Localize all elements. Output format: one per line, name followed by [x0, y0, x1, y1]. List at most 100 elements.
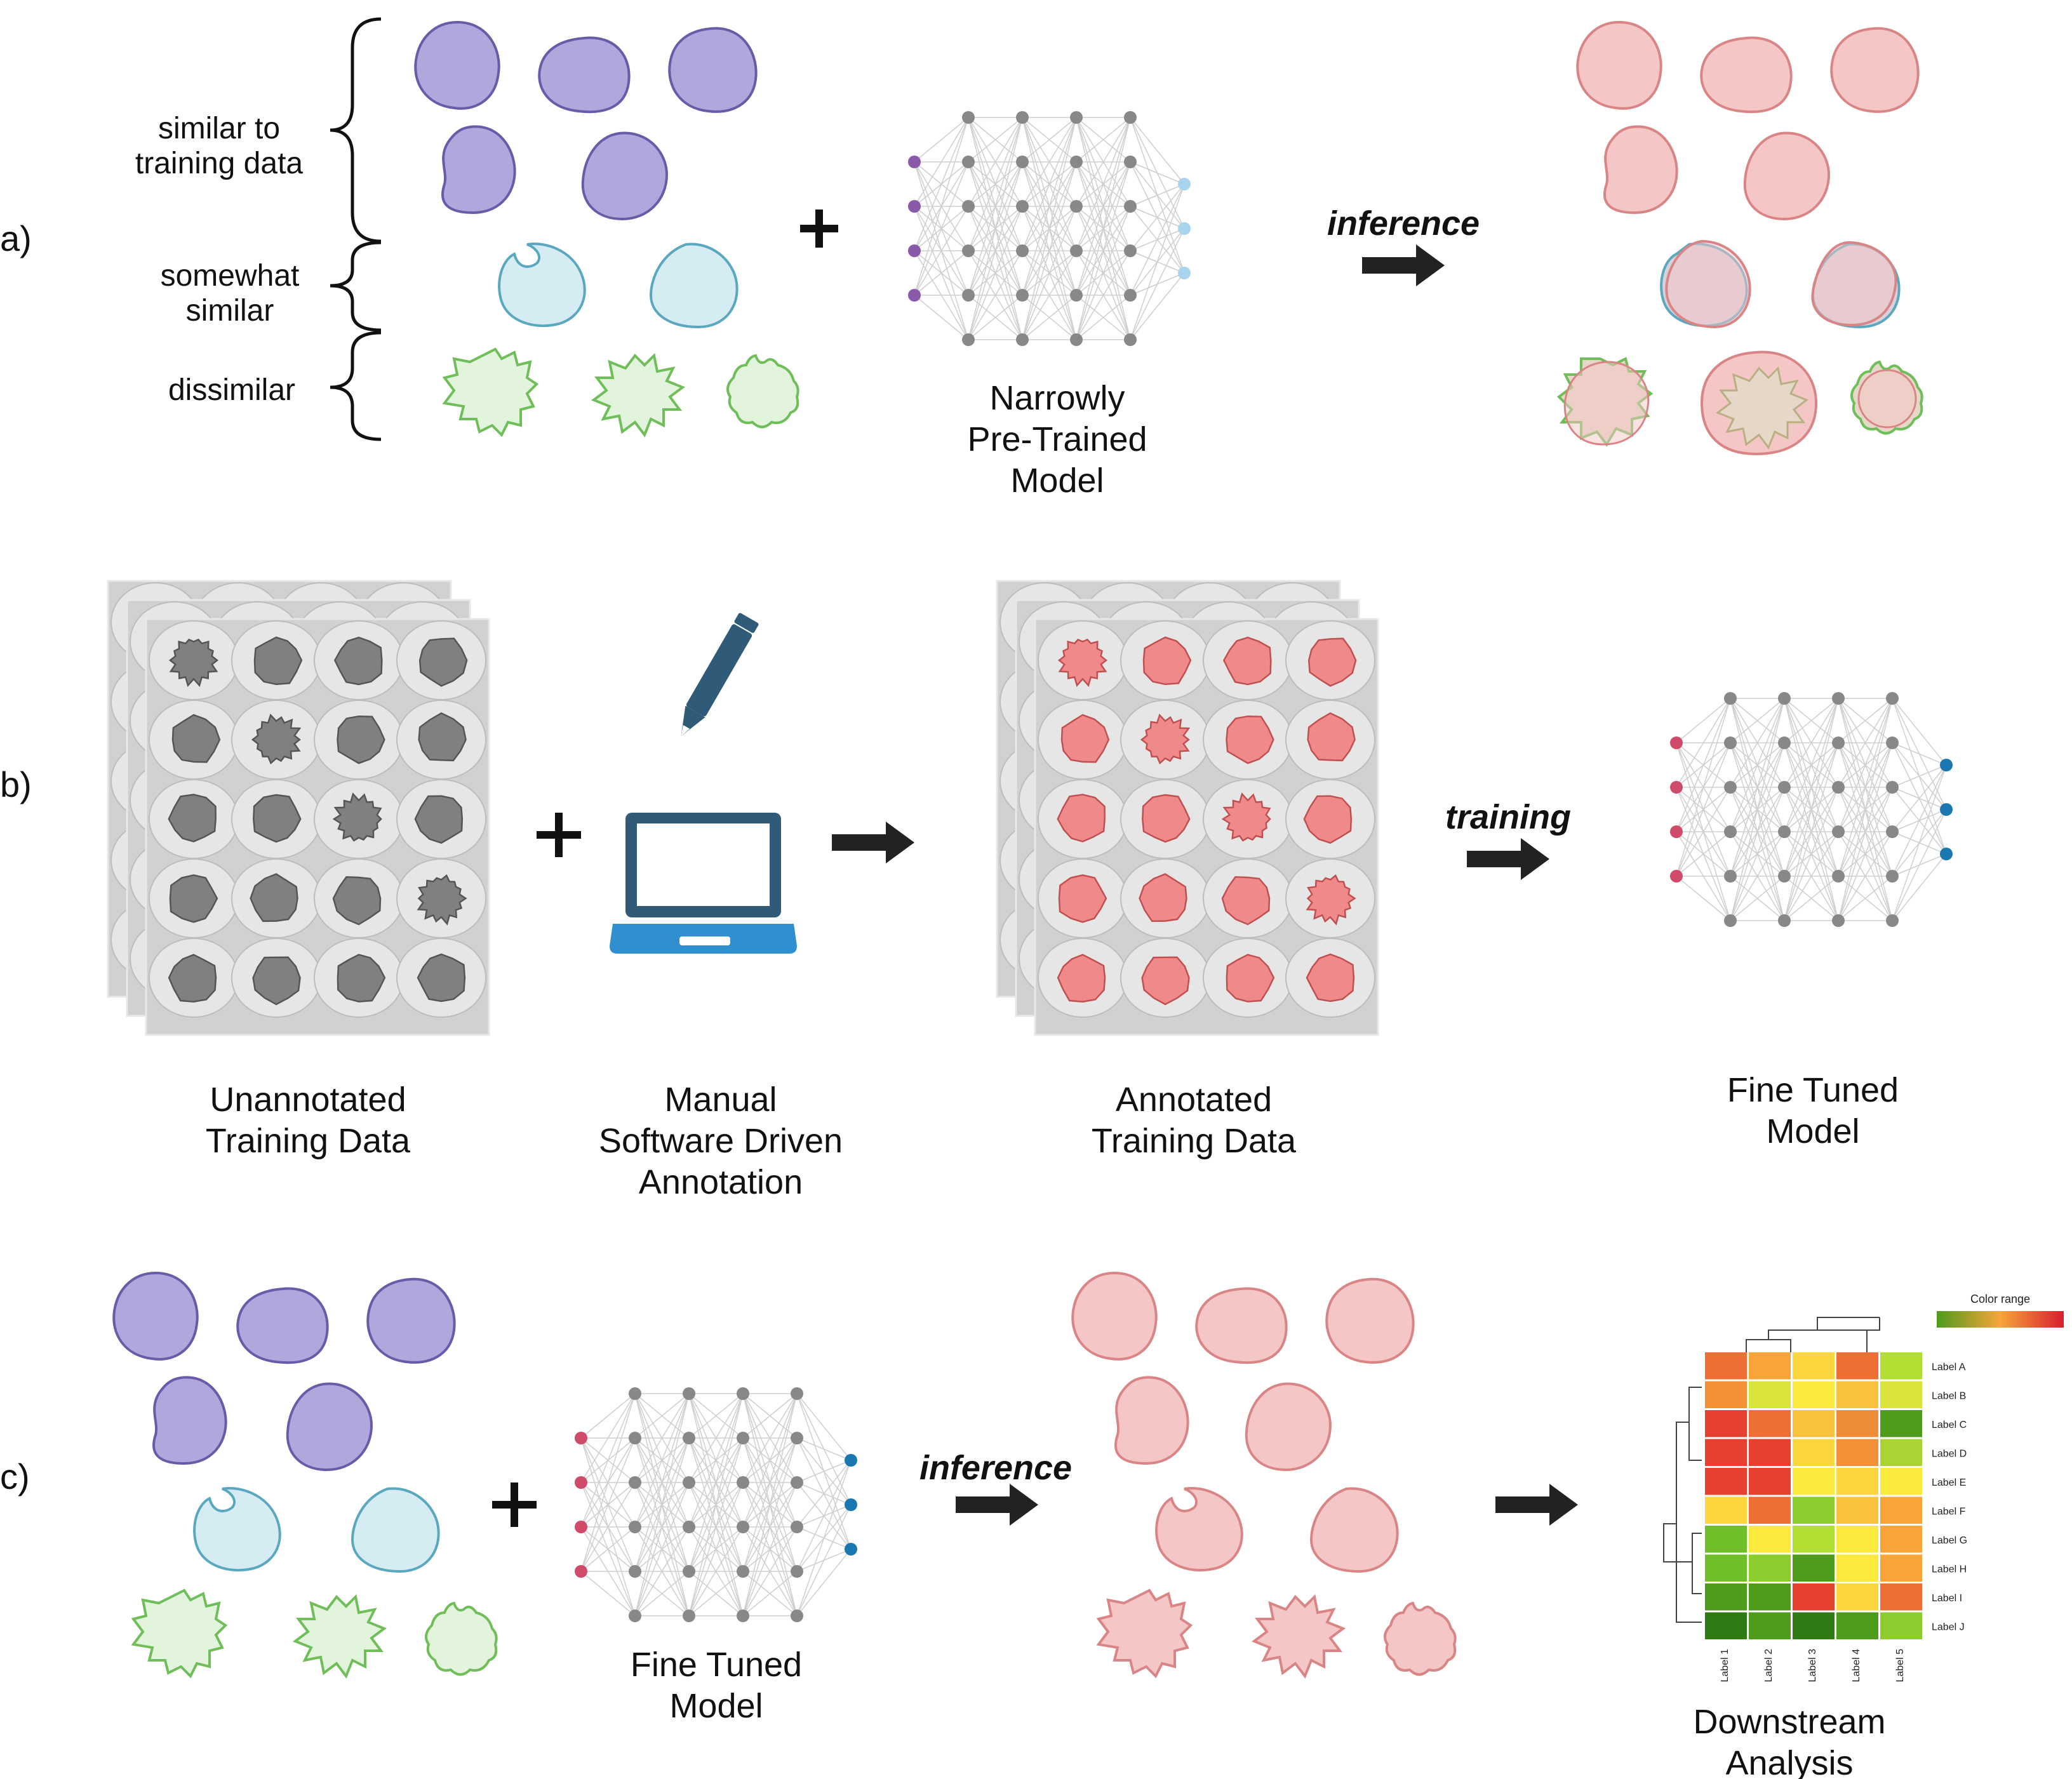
network-node-hidden: [629, 1565, 641, 1578]
network-node-output: [1178, 178, 1191, 190]
image-stack-annotated: [996, 580, 1379, 1036]
network-edge: [1838, 787, 1893, 921]
heatmap-cell: [1836, 1468, 1878, 1495]
network-node-hidden: [1724, 870, 1737, 883]
cell-purple: [414, 20, 500, 110]
network-edge: [914, 250, 969, 296]
training-label: training: [1445, 798, 1571, 836]
network-edge: [968, 295, 1023, 340]
network-edge: [968, 250, 1023, 340]
blue-cells-c: [193, 1487, 440, 1573]
neural-network-pretrained: [908, 111, 1191, 346]
network-node-hidden: [1886, 870, 1899, 883]
network-node-input: [908, 156, 921, 168]
network-edge: [1022, 117, 1077, 251]
network-edge: [914, 206, 969, 296]
network-edge: [1892, 853, 1947, 921]
similar-label-line2: training data: [135, 147, 303, 180]
network-node-hidden: [1886, 825, 1899, 838]
network-edge: [688, 1393, 744, 1439]
cell-nucleus: [333, 636, 383, 686]
network-edge: [1838, 876, 1893, 921]
network-node-hidden: [791, 1565, 803, 1578]
network-node-hidden: [1832, 825, 1845, 838]
somewhat-label-line1: somewhat: [161, 259, 300, 293]
heatmap-cell: [1880, 1496, 1922, 1524]
heatmap-cell: [1836, 1410, 1878, 1437]
cell-purple: [581, 131, 669, 221]
heatmap-cell: [1749, 1410, 1791, 1437]
network-edge: [742, 1571, 798, 1616]
network-edge: [1130, 161, 1185, 185]
plus-icon: [800, 210, 838, 248]
heatmap-cells: [1705, 1352, 1922, 1639]
panel-a: similar to training data somewhat simila…: [135, 17, 1923, 500]
heatmap-cell: [1705, 1352, 1747, 1380]
cell-nucleus: [1306, 953, 1355, 1003]
heatmap-cell: [1749, 1554, 1791, 1582]
mismatch-cells-a: [1556, 239, 1923, 456]
cell-nucleus: [250, 873, 298, 923]
network-node-hidden: [737, 1565, 749, 1578]
cell-green-outline: [1715, 366, 1809, 450]
network-node-hidden: [1124, 200, 1137, 213]
brace-dissimilar: [330, 331, 382, 441]
cell-nucleus: [1226, 715, 1274, 764]
network-node-hidden: [1124, 156, 1137, 168]
network-node-input: [908, 244, 921, 257]
network-node-hidden: [683, 1476, 695, 1489]
cell-green: [425, 1601, 498, 1676]
annotated-label-line1: Annotated: [1116, 1081, 1272, 1119]
network-node-hidden: [1778, 736, 1791, 749]
network-edge: [1076, 206, 1131, 340]
finetuned-c-label-line2: Model: [669, 1687, 763, 1725]
cell-pink-overlay: [1811, 241, 1897, 327]
network-edge: [796, 1460, 852, 1572]
network-edge: [1676, 876, 1731, 921]
cell-nucleus: [1306, 874, 1356, 926]
network-node-hidden: [1070, 156, 1083, 168]
network-node-hidden: [1724, 781, 1737, 794]
network-edge: [688, 1393, 744, 1572]
network-edge: [1676, 698, 1731, 832]
network-edge: [742, 1393, 798, 1528]
network-edge: [968, 117, 1023, 163]
green-cells-c: [131, 1589, 498, 1679]
heatmap-cell: [1793, 1352, 1835, 1380]
network-node-hidden: [683, 1521, 695, 1533]
brace-similar: [330, 17, 382, 243]
cell-nucleus: [1060, 714, 1110, 763]
network-edge: [1784, 698, 1839, 743]
network-edge: [1022, 250, 1077, 340]
cell-purple: [286, 1382, 373, 1472]
network-node-hidden: [629, 1476, 641, 1489]
cell-pink: [1096, 1589, 1193, 1679]
cell-nucleus: [1303, 795, 1353, 844]
network-node-hidden: [1832, 736, 1845, 749]
network-node-hidden: [1832, 870, 1845, 883]
network-edge: [1022, 117, 1077, 207]
network-edge: [914, 295, 969, 340]
cell-nucleus: [171, 714, 221, 763]
network-node-hidden: [1070, 200, 1083, 213]
network-edge: [1730, 742, 1785, 921]
manual-label-line1: Manual: [664, 1081, 777, 1119]
network-edge: [1730, 698, 1785, 877]
cell-nucleus: [1221, 792, 1271, 842]
network-edge: [1730, 787, 1785, 921]
network-node-hidden: [1832, 914, 1845, 927]
somewhat-label-line2: similar: [186, 294, 274, 328]
network-edges: [580, 1393, 852, 1616]
network-edge: [1676, 742, 1731, 877]
heatmap-cell: [1793, 1612, 1835, 1639]
cell-pink: [1309, 1487, 1399, 1573]
heatmap-cell: [1880, 1526, 1922, 1553]
network-node-input: [1670, 825, 1683, 838]
finetuned-b-label-line1: Fine Tuned: [1727, 1071, 1899, 1109]
network-edge: [1838, 698, 1893, 832]
network-edge: [1784, 698, 1839, 788]
network-edge: [1892, 764, 1947, 921]
heatmap-cell: [1880, 1410, 1922, 1437]
network-edge: [742, 1393, 798, 1616]
